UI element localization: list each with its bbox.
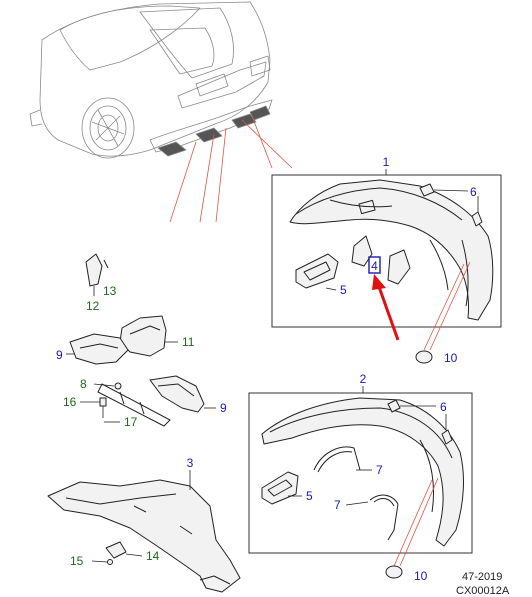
callout-11[interactable]: 11 [182, 335, 195, 349]
callout-4-highlight [368, 256, 381, 274]
callout-9-lower[interactable]: 9 [220, 401, 227, 415]
callout-6-upper[interactable]: 6 [470, 185, 477, 199]
rear-bumper-cover-2[interactable] [261, 397, 464, 547]
bracket-12-13[interactable] [85, 253, 109, 287]
callout-7-lower[interactable]: 7 [334, 498, 341, 512]
callout-16[interactable]: 16 [63, 395, 77, 409]
assembly-box-1 [271, 174, 502, 328]
clip-14-15[interactable] [105, 541, 127, 565]
callout-10-upper[interactable]: 10 [444, 351, 458, 365]
bracket-4[interactable] [351, 235, 411, 285]
callout-2[interactable]: 2 [360, 372, 367, 386]
callout-3[interactable]: 3 [187, 456, 194, 470]
fastener-16-17[interactable] [99, 397, 107, 418]
undertray-3[interactable] [47, 479, 241, 593]
callout-7-upper[interactable]: 7 [376, 463, 383, 477]
highlight-arrow [372, 274, 400, 341]
callout-10-lower[interactable]: 10 [414, 569, 428, 583]
cap-10-upper[interactable] [415, 350, 433, 364]
footer-code: CX00012A [456, 585, 510, 597]
heat-shield-9-upper[interactable] [69, 333, 129, 365]
clip-6-upper[interactable] [419, 183, 483, 227]
assembly-box-2 [248, 392, 473, 554]
mounting-bracket-8[interactable] [97, 382, 171, 427]
heat-shield-9-lower[interactable] [149, 375, 205, 413]
callout-12[interactable]: 12 [86, 299, 100, 313]
callout-5-lower[interactable]: 5 [306, 489, 313, 503]
clip-6-lower[interactable] [387, 399, 453, 445]
reflector-housing-5-upper[interactable] [295, 253, 339, 289]
callout-5-upper[interactable]: 5 [340, 283, 347, 297]
callout-8[interactable]: 8 [80, 377, 87, 391]
cap-10-lower[interactable] [385, 565, 403, 579]
footer-date: 47-2019 [462, 571, 502, 583]
reflector-housing-5-lower[interactable] [261, 471, 299, 505]
car-to-bumper-leaders [169, 115, 293, 223]
car-rear-view-illustration [29, 1, 273, 159]
callout-1[interactable]: 1 [383, 155, 390, 169]
callout-6-lower[interactable]: 6 [440, 400, 447, 414]
callout-4[interactable]: 4 [371, 259, 378, 273]
callout-9-upper[interactable]: 9 [56, 348, 63, 362]
rear-bumper-cover-1[interactable] [289, 179, 494, 321]
callout-14[interactable]: 14 [146, 549, 160, 563]
callout-13[interactable]: 13 [103, 284, 117, 298]
callout-17[interactable]: 17 [124, 415, 138, 429]
trim-strip-7[interactable] [313, 446, 399, 541]
callout-15[interactable]: 15 [70, 554, 84, 568]
